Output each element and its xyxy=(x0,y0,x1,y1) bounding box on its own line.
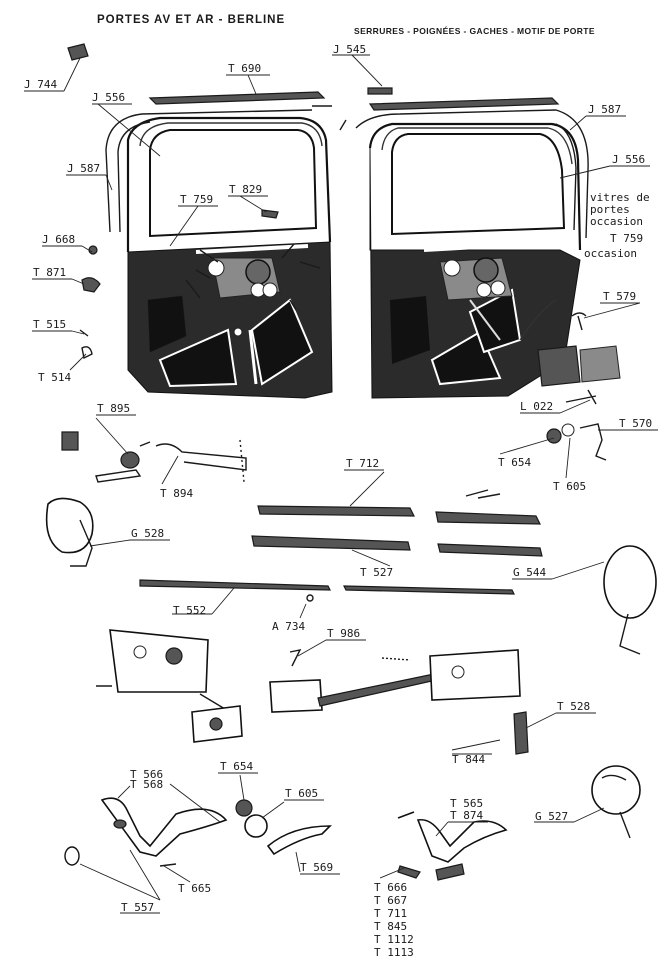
diagram-title: PORTES AV ET AR - BERLINE xyxy=(97,14,286,26)
label-t986: T 986 xyxy=(327,627,361,640)
label-t871: T 871 xyxy=(33,266,67,279)
label-t565: T 565 xyxy=(450,797,484,810)
label-j556-left: J 556 xyxy=(92,91,126,104)
note-vitres-3: occasion xyxy=(590,215,643,228)
label-stack-6: T 1113 xyxy=(374,946,414,959)
label-stack-5: T 1112 xyxy=(374,933,414,946)
label-t759-left: T 759 xyxy=(180,193,214,206)
diagram-subtitle: SERRURES - POIGNÉES - GACHES - MOTIF DE … xyxy=(354,26,595,36)
leader-lines xyxy=(24,54,658,914)
label-g544: G 544 xyxy=(513,566,547,579)
note-vitres-2: portes xyxy=(590,203,630,216)
small-parts-right xyxy=(465,312,621,499)
label-stack-2: T 667 xyxy=(374,894,408,907)
label-t566: T 566 xyxy=(130,768,164,781)
note-vitres-1: vitres de xyxy=(590,191,650,204)
handles xyxy=(64,797,508,881)
label-l022: L 022 xyxy=(520,400,554,413)
label-g528: G 528 xyxy=(131,527,165,540)
label-t712: T 712 xyxy=(346,457,380,470)
label-t514: T 514 xyxy=(38,371,72,384)
weatherstrips xyxy=(67,43,589,239)
label-t605-right: T 605 xyxy=(553,480,587,493)
label-t605-bottom: T 605 xyxy=(285,787,319,800)
label-t874: T 874 xyxy=(450,809,484,822)
label-j587-left: J 587 xyxy=(67,162,101,175)
label-j744: J 744 xyxy=(24,78,58,91)
label-t557: T 557 xyxy=(121,901,155,914)
label-t690: T 690 xyxy=(228,62,262,75)
label-t829: T 829 xyxy=(229,183,263,196)
label-t527: T 527 xyxy=(360,566,394,579)
lock-mechanisms xyxy=(96,629,641,839)
label-stack-1: T 666 xyxy=(374,881,408,894)
label-t515: T 515 xyxy=(33,318,67,331)
label-j556-right: J 556 xyxy=(612,153,646,166)
label-j545: J 545 xyxy=(333,43,367,56)
label-t654-bottom: T 654 xyxy=(220,760,254,773)
label-stack-4: T 845 xyxy=(374,920,408,933)
label-t570: T 570 xyxy=(619,417,653,430)
label-t665: T 665 xyxy=(178,882,212,895)
mouldings xyxy=(139,505,657,655)
label-t759-right: T 759 xyxy=(610,232,644,245)
label-t654-right: T 654 xyxy=(498,456,532,469)
label-t568: T 568 xyxy=(130,778,164,791)
label-t552: T 552 xyxy=(173,604,207,617)
label-t528: T 528 xyxy=(557,700,591,713)
rear-door-drawing xyxy=(368,122,582,399)
label-t895: T 895 xyxy=(97,402,131,415)
label-t894: T 894 xyxy=(160,487,194,500)
label-t579: T 579 xyxy=(603,290,637,303)
front-door-drawing xyxy=(126,116,333,399)
small-parts-left xyxy=(45,209,279,567)
label-stack-3: T 711 xyxy=(374,907,408,920)
label-g527: G 527 xyxy=(535,810,569,823)
label-j668: J 668 xyxy=(42,233,76,246)
label-t844: T 844 xyxy=(452,753,486,766)
label-t569: T 569 xyxy=(300,861,334,874)
note-t759-occasion: occasion xyxy=(584,247,637,260)
label-a734: A 734 xyxy=(272,620,306,633)
label-j587-right: J 587 xyxy=(588,103,622,116)
